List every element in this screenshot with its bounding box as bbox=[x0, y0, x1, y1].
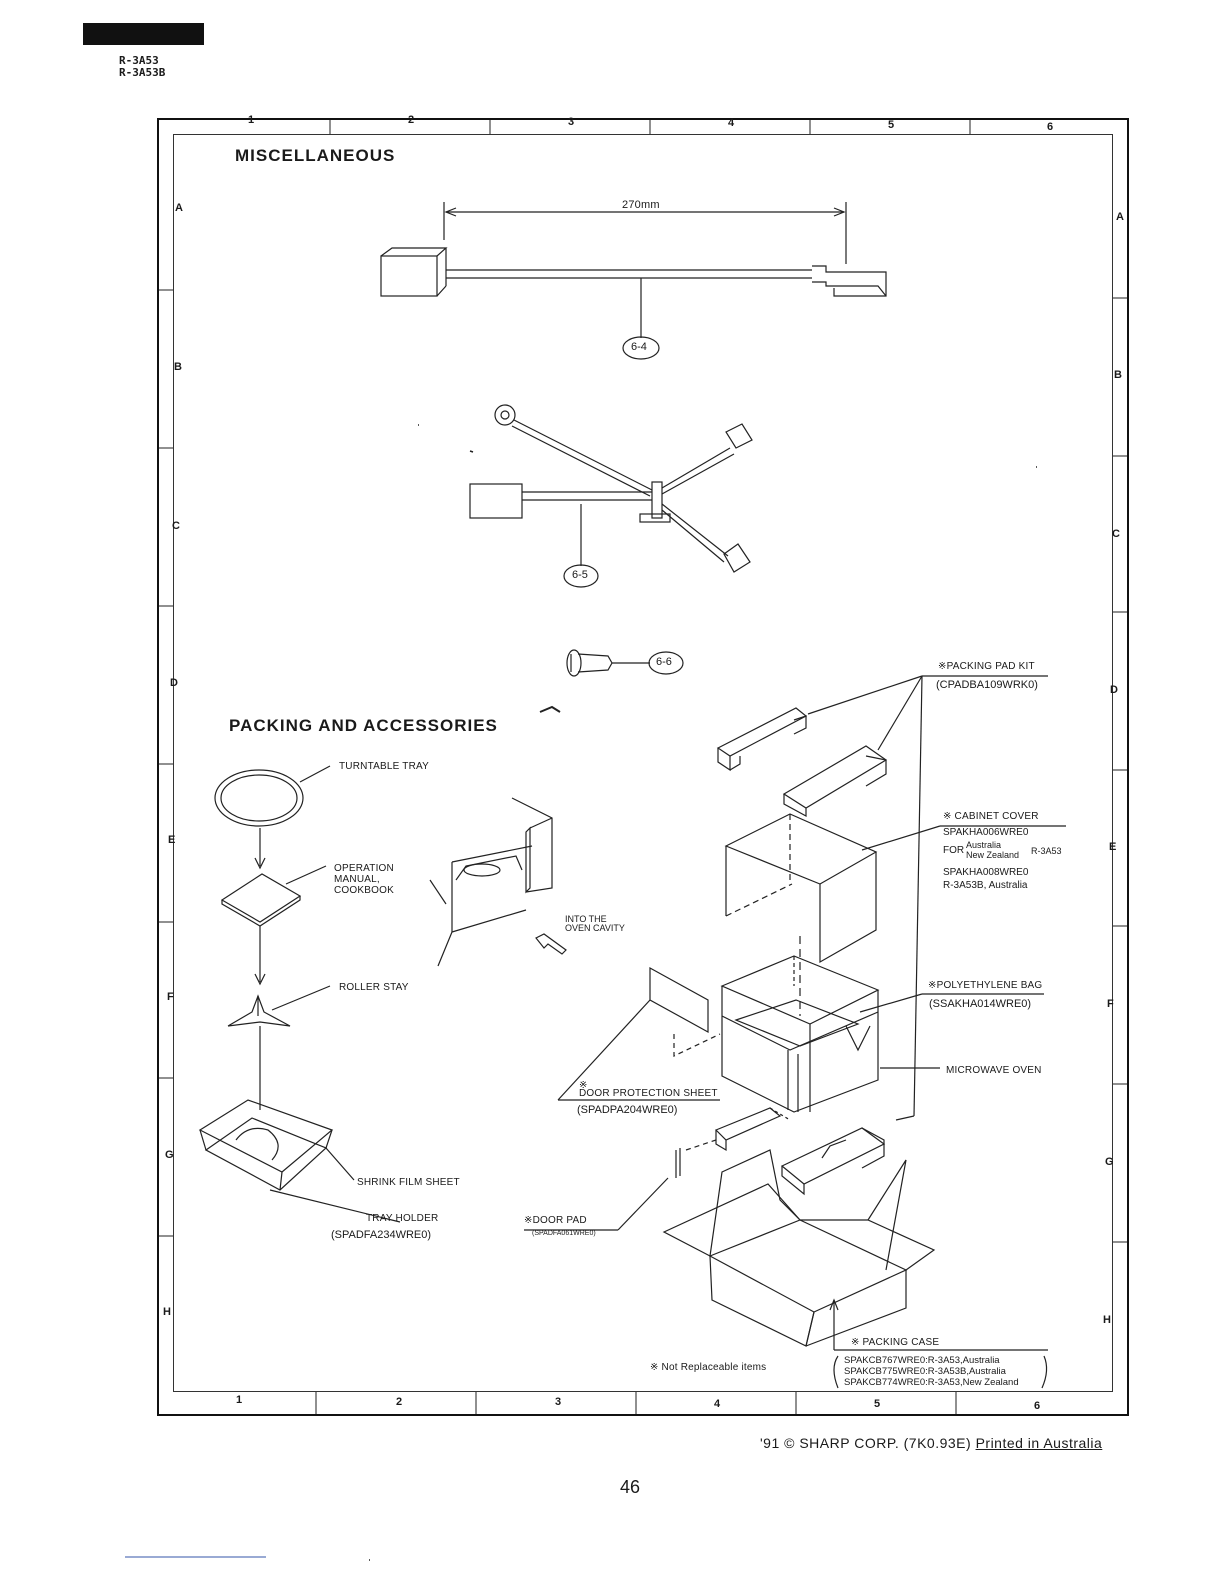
packing-case bbox=[662, 1149, 1048, 1389]
grid-row-right-e: E bbox=[1109, 841, 1117, 853]
label-tray-holder: TRAY HOLDER bbox=[366, 1213, 439, 1224]
footer-copyright: '91 © SHARP CORP. (7K0.93E) Printed in A… bbox=[760, 1435, 1102, 1451]
label-into-line-1: INTO THE bbox=[565, 914, 607, 924]
grid-row-right-f: F bbox=[1107, 998, 1114, 1010]
grid-col-bottom-5: 5 bbox=[874, 1398, 881, 1410]
grid-row-left-f: F bbox=[167, 991, 174, 1003]
grid-col-bottom-4: 4 bbox=[714, 1398, 721, 1410]
grid-row-left-a: A bbox=[175, 202, 183, 214]
packing-case-code-1: SPAKCB767WRE0:R-3A53,Australia bbox=[844, 1355, 1000, 1366]
grid-row-left-b: B bbox=[174, 361, 182, 373]
grid-col-top-3: 3 bbox=[568, 116, 575, 128]
label-operation-line-2: MANUAL, bbox=[334, 874, 380, 885]
callout-6-6: 6-6 bbox=[656, 656, 672, 668]
label-shrink-film-sheet: SHRINK FILM SHEET bbox=[357, 1177, 460, 1188]
grid-col-top-2: 2 bbox=[408, 114, 415, 126]
mark-door-protection: ※ bbox=[579, 1080, 588, 1091]
grid-row-right-h: H bbox=[1103, 1314, 1111, 1326]
microwave-oven-box bbox=[720, 955, 1044, 1113]
door-protection-sheet bbox=[557, 966, 721, 1101]
packing-heading: PACKING AND ACCESSORIES bbox=[229, 716, 498, 735]
label-microwave-oven: MICROWAVE OVEN bbox=[946, 1065, 1042, 1076]
drawing-inner-frame bbox=[173, 134, 1113, 1392]
grid-row-left-g: G bbox=[165, 1149, 174, 1161]
page-number: 46 bbox=[620, 1477, 641, 1497]
label-not-replaceable: ※ Not Replaceable items bbox=[650, 1362, 767, 1373]
grid-col-bottom-3: 3 bbox=[555, 1396, 562, 1408]
label-into-oven-cavity: INTO THE OVEN CAVITY bbox=[565, 915, 625, 933]
grid-row-left-h: H bbox=[163, 1306, 171, 1318]
code-door-protection-sheet: (SPADPA204WRE0) bbox=[577, 1104, 678, 1116]
oven-cavity-sketch bbox=[429, 797, 567, 967]
grid-col-bottom-2: 2 bbox=[396, 1396, 403, 1408]
label-operation-manual: OPERATION MANUAL, COOKBOOK bbox=[334, 863, 394, 896]
model-number-1: R-3A53 bbox=[119, 54, 159, 67]
footer-printed-in: Printed in Australia bbox=[975, 1435, 1103, 1451]
label-cabinet-for: FOR bbox=[943, 845, 965, 856]
grid-col-top-4: 4 bbox=[728, 117, 735, 129]
grid-row-left-c: C bbox=[172, 520, 180, 532]
packing-case-code-2: SPAKCB775WRE0:R-3A53B,Australia bbox=[844, 1366, 1006, 1377]
grid-row-right-g: G bbox=[1105, 1156, 1114, 1168]
grid-row-left-e: E bbox=[168, 834, 176, 846]
label-cabinet-model: R-3A53 bbox=[1031, 846, 1062, 856]
grid-col-top-5: 5 bbox=[888, 119, 895, 131]
code-cabinet-cover-1: SPAKHA006WRE0 bbox=[943, 827, 1029, 838]
grid-col-bottom-1: 1 bbox=[236, 1394, 243, 1406]
label-operation-line-1: OPERATION bbox=[334, 863, 394, 874]
code-tray-holder: (SPADFA234WRE0) bbox=[331, 1229, 432, 1241]
harness-6-5 bbox=[469, 404, 753, 588]
label-packing-case: ※ PACKING CASE bbox=[851, 1337, 940, 1348]
model-number-2: R-3A53B bbox=[119, 66, 166, 79]
label-operation-line-3: COOKBOOK bbox=[334, 885, 394, 896]
drawing-frame bbox=[157, 118, 1129, 1416]
callout-6-4: 6-4 bbox=[631, 341, 647, 353]
footer-copyright-text: '91 © SHARP CORP. (7K0.93E) bbox=[760, 1435, 976, 1451]
code-polyethylene-bag: (SSAKHA014WRE0) bbox=[929, 998, 1032, 1010]
operation-manual bbox=[220, 865, 327, 986]
grid-row-right-a: A bbox=[1116, 211, 1124, 223]
label-cabinet-new-zealand: New Zealand bbox=[966, 850, 1020, 860]
cabinet-cover bbox=[724, 813, 1066, 964]
grid-col-top-6: 6 bbox=[1047, 121, 1054, 133]
grid-row-left-d: D bbox=[170, 677, 178, 689]
label-door-protection-sheet: DOOR PROTECTION SHEET bbox=[579, 1088, 718, 1099]
bottom-pads bbox=[524, 675, 923, 1231]
screw-6-6 bbox=[566, 649, 684, 677]
label-roller-stay: ROLLER STAY bbox=[339, 982, 409, 993]
turntable-tray bbox=[214, 765, 331, 870]
code-packing-pad-kit: (CPADBA109WRK0) bbox=[936, 679, 1038, 691]
packing-pad-kit bbox=[716, 675, 1048, 818]
tray-holder bbox=[198, 1099, 401, 1223]
label-packing-pad-kit: ※PACKING PAD KIT bbox=[938, 661, 1035, 672]
callout-6-5: 6-5 bbox=[572, 569, 588, 581]
grid-col-top-1: 1 bbox=[248, 114, 255, 126]
code-cabinet-cover-2: SPAKHA008WRE0 bbox=[943, 867, 1029, 878]
code-door-pad: (SPADFA061WRE0) bbox=[532, 1230, 596, 1237]
grid-col-bottom-6: 6 bbox=[1034, 1400, 1041, 1412]
roller-stay bbox=[227, 985, 331, 1110]
misc-dots bbox=[369, 424, 1037, 1561]
label-cabinet-cover-2-model: R-3A53B, Australia bbox=[943, 880, 1028, 891]
header-black-bar bbox=[83, 23, 204, 45]
label-into-line-2: OVEN CAVITY bbox=[565, 923, 625, 933]
harness-6-4 bbox=[380, 202, 887, 360]
grid-row-right-d: D bbox=[1110, 684, 1118, 696]
miscellaneous-heading: MISCELLANEOUS bbox=[235, 146, 396, 165]
grid-ticks bbox=[159, 120, 1127, 1414]
label-polyethylene-bag: ※POLYETHYLENE BAG bbox=[928, 980, 1043, 991]
label-cabinet-cover: ※ CABINET COVER bbox=[943, 811, 1039, 822]
label-turntable-tray: TURNTABLE TRAY bbox=[339, 761, 430, 772]
dimension-270mm: 270mm bbox=[622, 199, 660, 211]
packing-case-codes: SPAKCB767WRE0:R-3A53,Australia SPAKCB775… bbox=[844, 1355, 1019, 1388]
grid-row-right-b: B bbox=[1114, 369, 1122, 381]
label-cabinet-australia: Australia bbox=[966, 840, 1002, 850]
label-door-pad: ※DOOR PAD bbox=[524, 1215, 587, 1226]
packing-case-code-3: SPAKCB774WRE0:R-3A53,New Zealand bbox=[844, 1377, 1019, 1388]
grid-row-right-c: C bbox=[1112, 528, 1120, 540]
